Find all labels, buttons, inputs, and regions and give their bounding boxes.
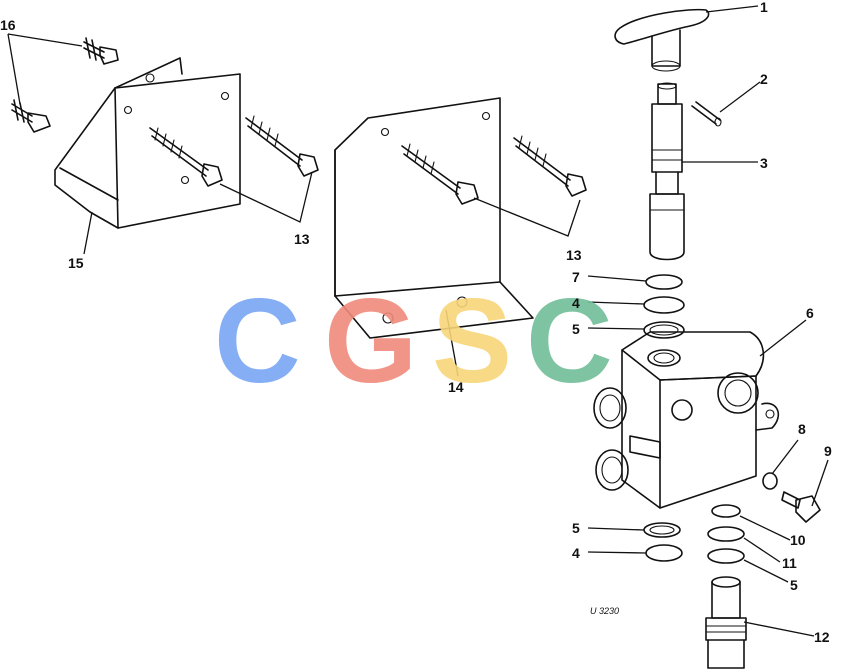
ring-4-lower: [645, 544, 683, 562]
middle-mounting-bracket: [334, 97, 534, 339]
pin: [691, 101, 722, 127]
ring-5-top: [643, 321, 685, 339]
bolt-13-left-a: [149, 127, 223, 187]
watermark-letter-s: S: [432, 274, 512, 408]
bolt-13-mid-b: [513, 135, 587, 197]
callout-13-middle: 13: [566, 247, 582, 263]
callout-4-lower: 4: [572, 545, 580, 561]
ring-4-top: [643, 296, 685, 314]
callout-6: 6: [806, 305, 814, 321]
callout-7: 7: [572, 269, 580, 285]
ring-5-lower-left: [643, 522, 681, 538]
fitting-12: [705, 576, 747, 669]
callout-5-top: 5: [572, 321, 580, 337]
callout-5-lower-right: 5: [790, 577, 798, 593]
ring-7-top: [645, 274, 683, 290]
watermark-letter-c2: C: [526, 274, 613, 408]
callout-10: 10: [790, 532, 806, 548]
watermark-letter-c1: C: [214, 274, 301, 408]
callout-3: 3: [760, 155, 768, 171]
ring-5-lower-right: [707, 548, 745, 564]
bolt-13-left-b: [245, 115, 319, 177]
bolt-16-upper: [83, 37, 119, 65]
plunger-rod: [649, 82, 685, 261]
callout-14: 14: [448, 379, 464, 395]
callout-11: 11: [782, 555, 797, 571]
callout-15: 15: [68, 255, 84, 271]
valve-body: [593, 331, 780, 509]
leader-lines: [7, 5, 829, 637]
callout-12: 12: [814, 629, 830, 645]
callout-13-left: 13: [294, 231, 310, 247]
callout-5-lower-left: 5: [572, 520, 580, 536]
plug-9: [781, 491, 821, 523]
ring-10: [711, 504, 741, 518]
callout-2: 2: [760, 71, 768, 87]
bolt-16-lower: [11, 99, 51, 133]
left-mounting-bracket: [54, 57, 241, 229]
callout-16: 16: [0, 17, 16, 33]
ring-11: [707, 526, 745, 542]
callouts: 1 2 3 7 4 5 6 8 9 10 11 5 5 4 12 13 13 1…: [0, 0, 832, 645]
drawing-reference: U 3230: [590, 606, 619, 616]
watermark-letter-g: G: [324, 274, 417, 408]
watermark: C G S C: [214, 274, 613, 408]
callout-1: 1: [760, 0, 768, 15]
bolt-13-mid-a: [401, 143, 479, 205]
ring-8: [762, 472, 778, 490]
callout-9: 9: [824, 443, 832, 459]
callout-4-top: 4: [572, 295, 580, 311]
callout-8: 8: [798, 421, 806, 437]
t-handle: [614, 8, 710, 72]
